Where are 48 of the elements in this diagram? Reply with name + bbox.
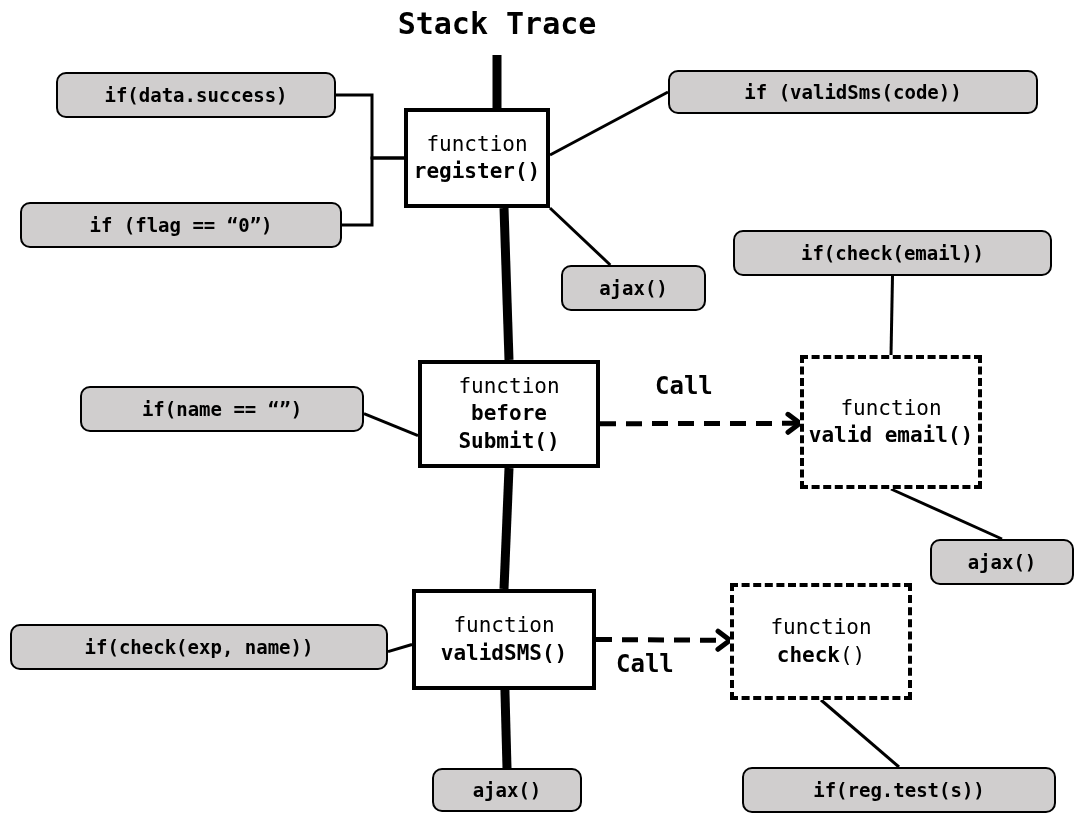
function-box [418, 360, 600, 468]
function-keyword: function [426, 130, 528, 158]
function-name: before Submit() [457, 400, 561, 455]
connector-line [548, 206, 612, 267]
condition-text: if (validSms(code)) [744, 81, 962, 103]
connector-line [890, 487, 1003, 541]
connector-line [549, 90, 669, 157]
called-function-box [800, 355, 982, 489]
condition-text: ajax() [967, 551, 1037, 573]
function-box [404, 108, 550, 208]
condition-text: if(check(email)) [801, 242, 984, 264]
condition-box [80, 386, 364, 432]
connector-line [387, 643, 413, 654]
condition-text: if (flag == “0”) [89, 214, 273, 236]
stack-trace-line [499, 467, 514, 590]
condition-box [742, 767, 1056, 813]
connector-line [342, 156, 404, 227]
function-keyword: function [458, 373, 560, 401]
condition-box [733, 230, 1052, 276]
condition-text: ajax() [599, 277, 668, 299]
condition-box [930, 539, 1074, 585]
connector-line [889, 275, 894, 356]
title: Stack Trace [396, 6, 598, 41]
condition-box [10, 624, 388, 670]
connector-line [363, 412, 419, 437]
function-keyword: function [770, 614, 872, 642]
function-name: register() [413, 158, 541, 185]
condition-text: if(check(exp, name)) [84, 636, 314, 658]
condition-box [20, 202, 342, 248]
connector-line [820, 698, 900, 769]
stack-trace-line [499, 207, 514, 361]
condition-text: if(reg.test(s)) [813, 779, 985, 801]
function-keyword: function [840, 394, 942, 422]
condition-box [56, 72, 336, 118]
condition-box [561, 265, 706, 311]
condition-box [668, 70, 1038, 114]
function-name: check() [776, 641, 866, 669]
condition-text: if(name == “”) [141, 398, 303, 420]
function-box [412, 589, 596, 690]
called-function-box [730, 583, 912, 700]
function-keyword: function [453, 612, 555, 640]
function-name: valid email() [808, 422, 974, 449]
stack-trace-line [500, 689, 512, 769]
condition-box [432, 768, 582, 812]
function-name: validSMS() [440, 639, 568, 667]
condition-text: if(data.success) [104, 84, 288, 106]
stack-trace-line [492, 55, 502, 108]
condition-text: ajax() [472, 779, 542, 801]
